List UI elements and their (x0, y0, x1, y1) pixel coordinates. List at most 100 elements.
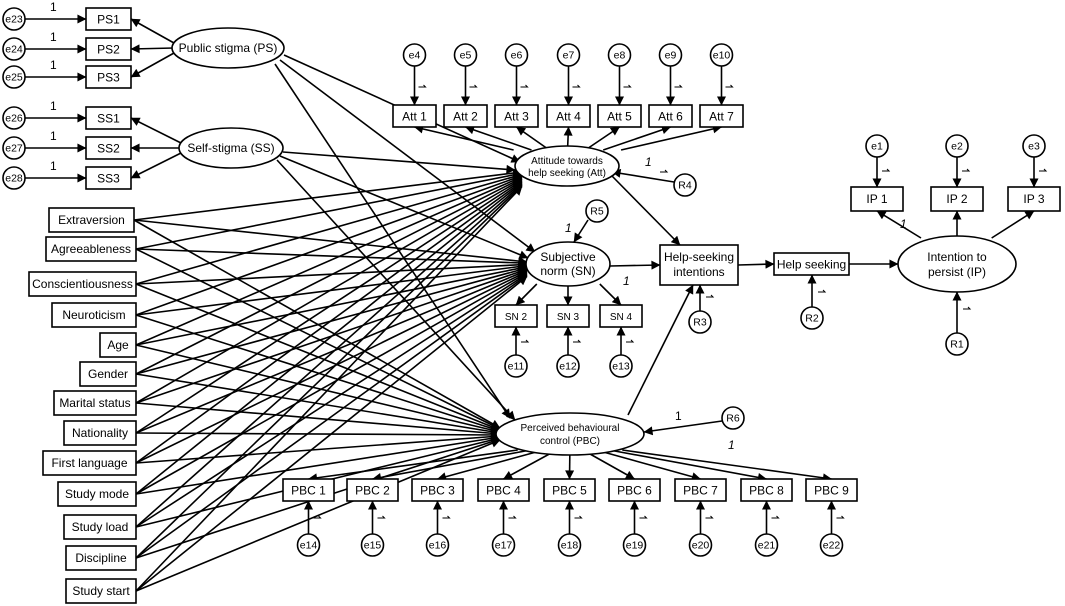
one-e23: 1 (50, 0, 57, 14)
error-e21: e21 (754, 533, 779, 557)
one-e24: 1 (50, 30, 57, 44)
error-e10: e10 (709, 43, 734, 67)
error-e15: e15 (360, 533, 385, 557)
error-label-R1: R1 (950, 339, 964, 351)
error-R1: R1 (945, 332, 969, 356)
loading-Att-2 (465, 125, 532, 151)
loading-PBC-2 (372, 449, 531, 482)
error-label-e1: e1 (871, 141, 883, 153)
one-IP1: 1 (900, 217, 907, 231)
svg-text:SS3: SS3 (97, 172, 120, 186)
loading-PBC-3 (437, 449, 544, 482)
error-label-e14: e14 (300, 540, 318, 552)
error-e3: e3 (1022, 134, 1046, 158)
path-tick-e4 (418, 84, 427, 88)
error-label-e9: e9 (665, 50, 677, 62)
residual-path-R4 (611, 168, 675, 183)
indicator-IP3: IP 3 (1007, 186, 1061, 212)
path-tick-e7 (572, 84, 581, 88)
error-label-e20: e20 (692, 540, 710, 552)
path-first-language-SN (135, 270, 528, 464)
svg-text:Age: Age (107, 338, 129, 352)
error-label-e18: e18 (561, 540, 579, 552)
indicator-SS3: SS3 (85, 166, 132, 190)
path-tick-e17 (508, 515, 517, 519)
svg-text:PBC 6: PBC 6 (617, 484, 652, 498)
error-label-e25: e25 (5, 72, 23, 84)
error-label-e2: e2 (951, 141, 963, 153)
error-R3: R3 (688, 310, 712, 334)
svg-text:Perceived behavioural: Perceived behavioural (521, 423, 620, 434)
error-label-R5: R5 (590, 206, 604, 218)
path-extraversion-SN (133, 219, 528, 266)
svg-text:PS2: PS2 (97, 43, 120, 57)
error-label-e27: e27 (5, 143, 23, 155)
error-label-e3: e3 (1028, 141, 1040, 153)
svg-text:IP 1: IP 1 (866, 192, 887, 206)
svg-text:Extraversion: Extraversion (58, 213, 125, 227)
error-e9: e9 (658, 43, 683, 67)
loading-IP-3 (991, 210, 1035, 239)
path-tick-e18 (574, 515, 583, 519)
error-label-e10: e10 (713, 50, 731, 62)
indicator-IP2: IP 2 (930, 186, 984, 212)
predictor-study-mode: Study mode (57, 481, 137, 507)
predictor-nationality: Nationality (63, 420, 137, 446)
error-label-e17: e17 (495, 540, 513, 552)
error-e24: e24 (2, 37, 26, 61)
predictor-study-load: Study load (63, 514, 137, 540)
svg-text:control (PBC): control (PBC) (540, 436, 600, 447)
indicator-PBC5: PBC 5 (543, 478, 596, 502)
svg-text:First language: First language (51, 456, 127, 470)
path-tick-e21 (771, 515, 780, 519)
path-gender-Att (135, 177, 523, 375)
svg-text:help seeking (Att): help seeking (Att) (528, 168, 606, 179)
path-agreeableness-Att (135, 170, 523, 250)
svg-text:Nationality: Nationality (72, 426, 128, 440)
svg-text:PBC 1: PBC 1 (291, 484, 326, 498)
error-e4: e4 (402, 43, 427, 67)
path-study-mode-Att (135, 182, 523, 495)
error-label-e19: e19 (626, 540, 644, 552)
error-label-e13: e13 (612, 361, 630, 373)
path-extraversion-PBC (133, 219, 501, 429)
path-agreeableness-PBC (135, 248, 501, 430)
svg-text:Marital status: Marital status (59, 396, 130, 410)
one-e28: 1 (50, 159, 57, 173)
svg-text:PBC 9: PBC 9 (814, 484, 849, 498)
latent-public-stigma: Public stigma (PS) (171, 27, 285, 69)
path-PS-PBC (274, 63, 511, 419)
indicator-SN2: SN 2 (494, 304, 538, 328)
indicator-Att5: Att 5 (597, 104, 642, 128)
error-e7: e7 (556, 43, 581, 67)
predictor-neuroticism: Neuroticism (51, 302, 137, 328)
svg-text:PBC 8: PBC 8 (749, 484, 784, 498)
one-PBC9: 1 (728, 438, 735, 452)
path-conscientiousness-Att (135, 172, 523, 285)
svg-text:PS1: PS1 (97, 13, 120, 27)
path-nationality-SN (135, 269, 528, 434)
indicator-PBC9: PBC 9 (805, 478, 858, 502)
svg-text:Public stigma (PS): Public stigma (PS) (179, 41, 278, 55)
loading-PS-1 (130, 18, 175, 44)
structural-paths (25, 14, 1039, 592)
error-e8: e8 (607, 43, 632, 67)
error-label-e12: e12 (559, 361, 577, 373)
svg-text:PBC 7: PBC 7 (683, 484, 718, 498)
svg-text:Att 4: Att 4 (556, 110, 581, 124)
svg-text:Study load: Study load (72, 520, 129, 534)
svg-text:SN 3: SN 3 (557, 312, 580, 323)
error-R6: R6 (721, 406, 745, 430)
path-agreeableness-SN (135, 248, 528, 268)
loading-Att-3 (516, 126, 550, 151)
indicator-Att4: Att 4 (546, 104, 591, 128)
predictor-study-start: Study start (65, 578, 137, 604)
path-first-language-Att (135, 180, 523, 464)
predictor-gender: Gender (79, 361, 137, 387)
path-tick-e22 (836, 515, 845, 519)
error-label-e7: e7 (563, 50, 575, 62)
